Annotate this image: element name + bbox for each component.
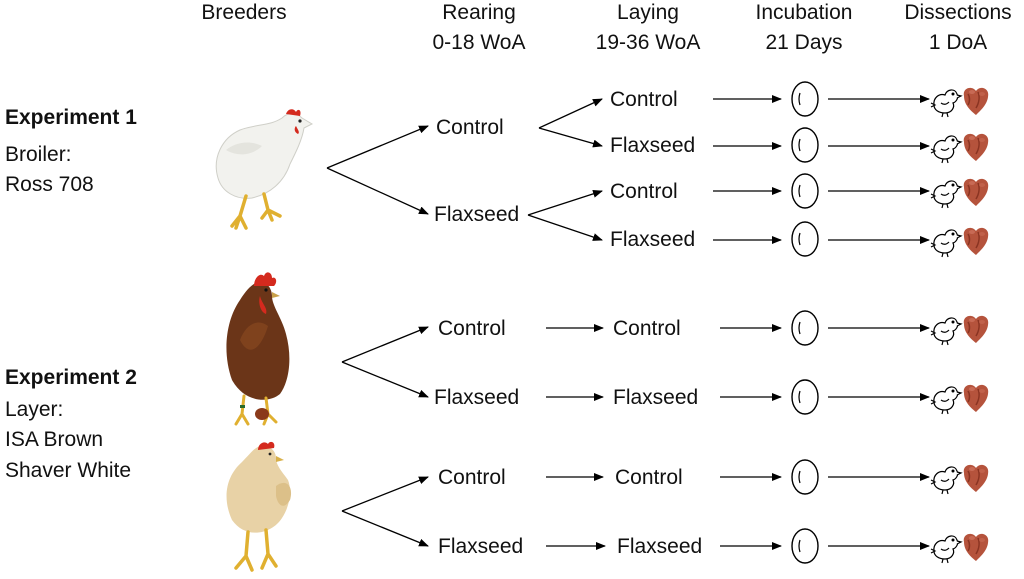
exp2-laying-flaxseed-1: Flaxseed bbox=[613, 386, 699, 409]
cream-hen-image bbox=[226, 441, 292, 572]
broiler-hen-image bbox=[215, 109, 314, 230]
chick-icon bbox=[930, 317, 962, 346]
heart-icon bbox=[962, 87, 990, 116]
header-rearing-title: Rearing bbox=[442, 1, 516, 24]
exp1-arrows bbox=[326, 95, 930, 244]
heart-icon bbox=[962, 227, 990, 256]
heart-icon bbox=[962, 178, 990, 207]
egg-icon bbox=[791, 81, 819, 117]
header-incubation-title: Incubation bbox=[755, 1, 853, 24]
chick-icon bbox=[930, 229, 962, 258]
exp1-rearing-control: Control bbox=[436, 116, 504, 139]
egg-icon bbox=[791, 221, 819, 257]
header-dissections: Dissections 1 DoA bbox=[904, 0, 1011, 58]
exp1-laying-control-2: Control bbox=[610, 180, 678, 203]
header-laying-range: 19-36 WoA bbox=[595, 31, 701, 54]
experiment-2-strain-2: Shaver White bbox=[5, 459, 132, 482]
egg-icon bbox=[791, 310, 819, 346]
egg-icon bbox=[791, 459, 819, 495]
heart-icon bbox=[962, 533, 990, 562]
header-incubation: Incubation 21 Days bbox=[756, 0, 853, 58]
experiment-1-type: Broiler: bbox=[5, 143, 72, 166]
header-dissections-title: Dissections bbox=[904, 1, 1012, 24]
chick-icon bbox=[930, 135, 962, 164]
header-rearing: Rearing 0-18 WoA bbox=[433, 0, 526, 58]
experiment-1-strain: Ross 708 bbox=[5, 173, 94, 196]
chick-icon bbox=[930, 535, 962, 564]
egg-icon bbox=[791, 173, 819, 209]
exp1-rearing-flaxseed: Flaxseed bbox=[434, 203, 520, 226]
experiment-1-title: Experiment 1 bbox=[5, 106, 137, 129]
exp2-laying-flaxseed-2: Flaxseed bbox=[617, 535, 703, 558]
header-rearing-range: 0-18 WoA bbox=[432, 31, 526, 54]
exp2-rearing-control-2: Control bbox=[438, 466, 506, 489]
egg-icon bbox=[791, 127, 819, 163]
exp2-rearing-control-1: Control bbox=[438, 317, 506, 340]
exp2-rearing-flaxseed-1: Flaxseed bbox=[434, 386, 520, 409]
exp2-arrows bbox=[341, 324, 930, 550]
heart-icon bbox=[962, 133, 990, 162]
heart-icon bbox=[962, 464, 990, 493]
exp1-laying-flaxseed-1: Flaxseed bbox=[610, 134, 696, 157]
exp2-laying-control-2: Control bbox=[615, 466, 683, 489]
exp1-laying-control-1: Control bbox=[610, 88, 678, 111]
header-incubation-duration: 21 Days bbox=[765, 31, 843, 54]
egg-icon bbox=[791, 379, 819, 415]
chick-icon bbox=[930, 466, 962, 495]
chick-icon bbox=[930, 386, 962, 415]
heart-icon bbox=[962, 315, 990, 344]
experiment-2-title: Experiment 2 bbox=[5, 366, 137, 389]
exp2-laying-control-1: Control bbox=[613, 317, 681, 340]
chick-icon bbox=[930, 89, 962, 118]
header-dissections-age: 1 DoA bbox=[928, 31, 988, 54]
chick-icon bbox=[930, 180, 962, 209]
experiment-2-strain-1: ISA Brown bbox=[5, 428, 104, 451]
egg-icon bbox=[791, 528, 819, 564]
exp2-rearing-flaxseed-2: Flaxseed bbox=[438, 535, 524, 558]
experiment-2-type: Layer: bbox=[5, 398, 64, 421]
exp1-laying-flaxseed-2: Flaxseed bbox=[610, 228, 696, 251]
header-laying: Laying 19-36 WoA bbox=[596, 0, 701, 58]
heart-icon bbox=[962, 384, 990, 413]
header-laying-title: Laying bbox=[617, 1, 679, 24]
brown-hen-image bbox=[226, 272, 290, 426]
header-breeders: Breeders bbox=[201, 1, 287, 24]
